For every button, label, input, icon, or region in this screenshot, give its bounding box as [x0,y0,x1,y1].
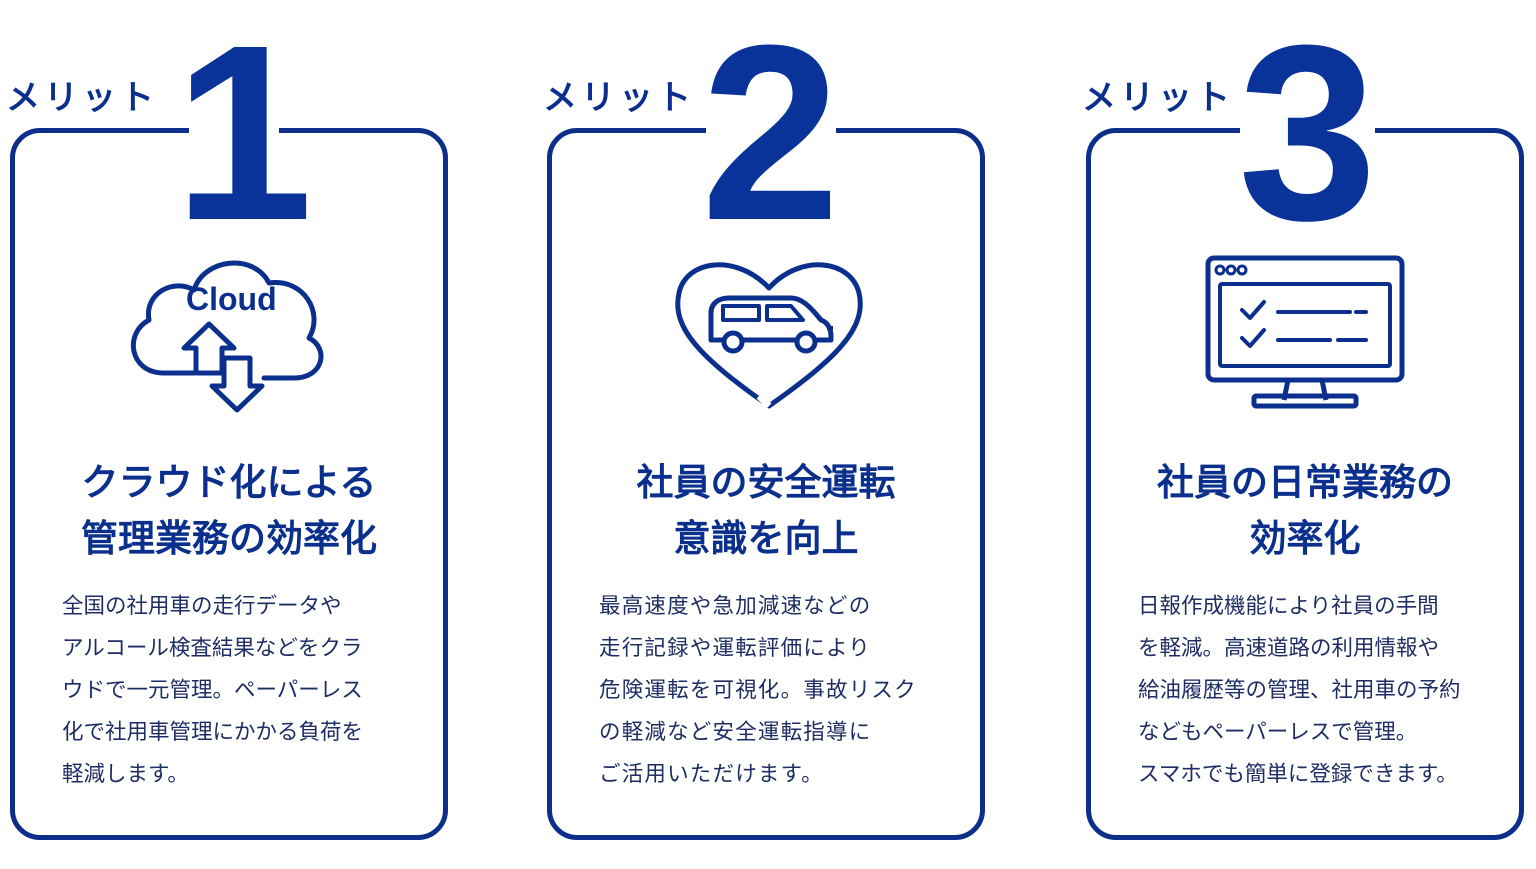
desc-line: スマホでも簡単に登録できます。 [1138,762,1458,787]
title-line: 意識を向上 [673,517,859,560]
desc-line: 化で社用車管理にかかる負荷を [62,720,364,745]
desc-line: などもペーパーレスで管理。 [1138,720,1418,745]
cloud-text: Cloud [186,281,277,317]
desc-line: 全国の社用車の走行データや [62,594,342,619]
desc-line: アルコール検査結果などをクラ [62,636,363,661]
merit-label: メリット [543,78,695,118]
merit-title: 社員の安全運転 意識を向上 [547,455,985,567]
monitor-checklist-icon [1180,248,1420,418]
merit-label: メリット [1082,78,1234,118]
title-line: クラウド化による [81,461,377,504]
title-line: 社員の日常業務の [1157,461,1453,504]
merit-number: 1 [174,0,314,272]
merit-number: 3 [1238,0,1377,272]
merit-title: 社員の日常業務の 効率化 [1086,455,1524,567]
card-frame [1086,128,1524,840]
title-line: 社員の安全運転 [636,461,896,504]
merit-label: メリット [6,78,158,118]
number-gap [706,118,836,140]
title-line: 効率化 [1249,517,1361,560]
title-line: 管理業務の効率化 [81,517,377,560]
desc-line: 給油履歴等の管理、社用車の予約 [1138,678,1461,703]
desc-line: 最高速度や急加減速などの [599,594,872,619]
desc-line: 日報作成機能により社員の手間 [1138,594,1439,619]
desc-line: を軽減。高速道路の利用情報や [1138,636,1440,661]
heart-car-icon [641,248,881,418]
desc-line: ウドで一元管理。ペーパーレス [62,678,363,703]
desc-line: 軽減します。 [62,762,189,787]
desc-line: の軽減など安全運転指導に [599,720,872,745]
merit-number: 2 [701,0,840,272]
number-gap [189,118,279,140]
merit-description: 最高速度や急加減速などの 走行記録や運転評価により 危険運転を可視化。事故リスク… [599,586,949,796]
cloud-upload-download-icon: Cloud [104,248,344,418]
desc-line: 危険運転を可視化。事故リスク [599,678,917,703]
number-gap [1240,118,1375,140]
desc-line: ご活用いただけます。 [599,762,824,787]
card-frame [547,128,985,840]
merit-card-3: メリット 3 社員の日常業務の 効率化 日報作成機能により社員の手間 を軽減。高… [1080,0,1530,869]
merit-title: クラウド化による 管理業務の効率化 [10,455,448,567]
merit-card-2: メリット 2 社員の安全運転 意識を向上 最高速度や急加減速などの 走行記録や運… [541,0,991,869]
merit-description: 全国の社用車の走行データや アルコール検査結果などをクラ ウドで一元管理。ペーパ… [62,586,412,796]
card-frame [10,128,448,840]
merit-description: 日報作成機能により社員の手間 を軽減。高速道路の利用情報や 給油履歴等の管理、社… [1138,586,1488,796]
desc-line: 走行記録や運転評価により [599,636,871,661]
merit-card-1: メリット 1 Cloud クラウド化による 管理業務の効率化 全国の社用車の走行… [4,0,454,869]
